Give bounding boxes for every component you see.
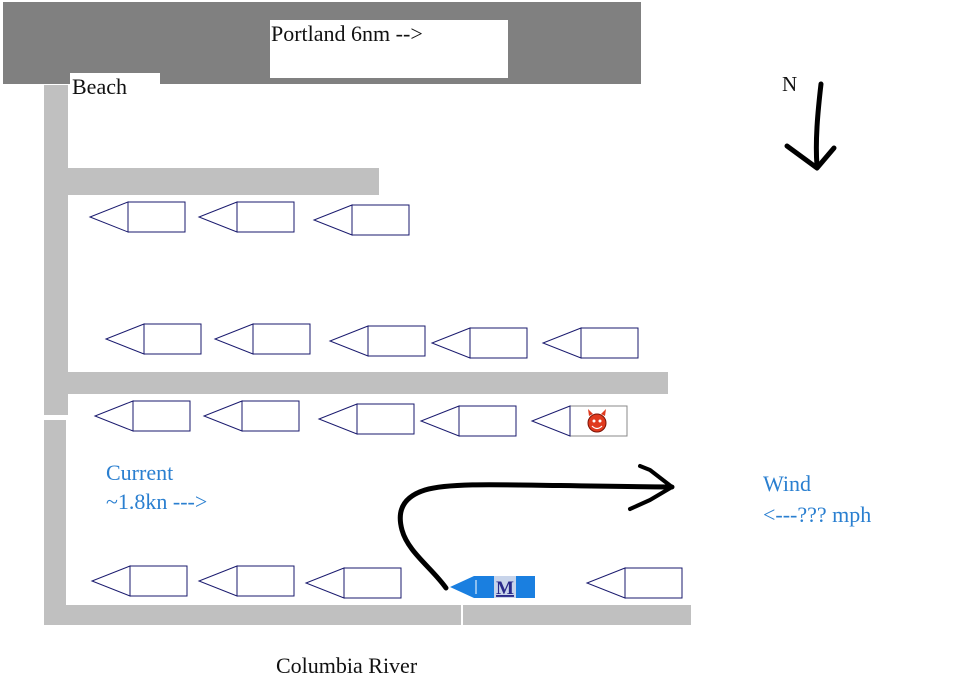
portland-label: Portland 6nm --> [271, 21, 423, 46]
my-boat-marker: M [496, 578, 514, 599]
boat [328, 325, 426, 357]
dock-1 [68, 168, 379, 195]
departure-path [397, 482, 675, 591]
devil-face-icon [587, 409, 607, 433]
beach-label: Beach [72, 74, 127, 99]
main-walkway-upper [44, 85, 68, 415]
devil-boat [530, 405, 628, 437]
boat [88, 201, 186, 233]
boat [419, 405, 517, 437]
wind-speed-label: <---??? mph [763, 502, 872, 527]
boat [104, 323, 202, 355]
current-label: Current [106, 460, 174, 485]
boat [585, 567, 683, 599]
wind-label: Wind [763, 471, 811, 496]
river-label: Columbia River [276, 653, 418, 678]
departure-arrowhead [628, 464, 674, 511]
north-label: N [782, 72, 798, 96]
dock-2 [60, 372, 668, 394]
main-walkway-lower [44, 420, 66, 608]
boat [312, 204, 410, 236]
beach-label-box [70, 73, 160, 87]
boat [304, 567, 402, 599]
boat [202, 400, 300, 432]
dock-bottom-left [44, 605, 461, 625]
current-speed-label: ~1.8kn ---> [106, 489, 208, 514]
m-logo-icon [494, 576, 516, 598]
boat [213, 323, 311, 355]
boat [317, 403, 415, 435]
boat [430, 327, 528, 359]
boat [197, 201, 295, 233]
portland-label-box [270, 20, 508, 78]
boat [197, 565, 295, 597]
boat [90, 565, 188, 597]
north-arrow [813, 81, 824, 169]
dock-bottom-right [463, 605, 691, 625]
my-boat: M [450, 576, 535, 599]
boat [93, 400, 191, 432]
boat [541, 327, 639, 359]
north-arrowhead [784, 143, 837, 171]
